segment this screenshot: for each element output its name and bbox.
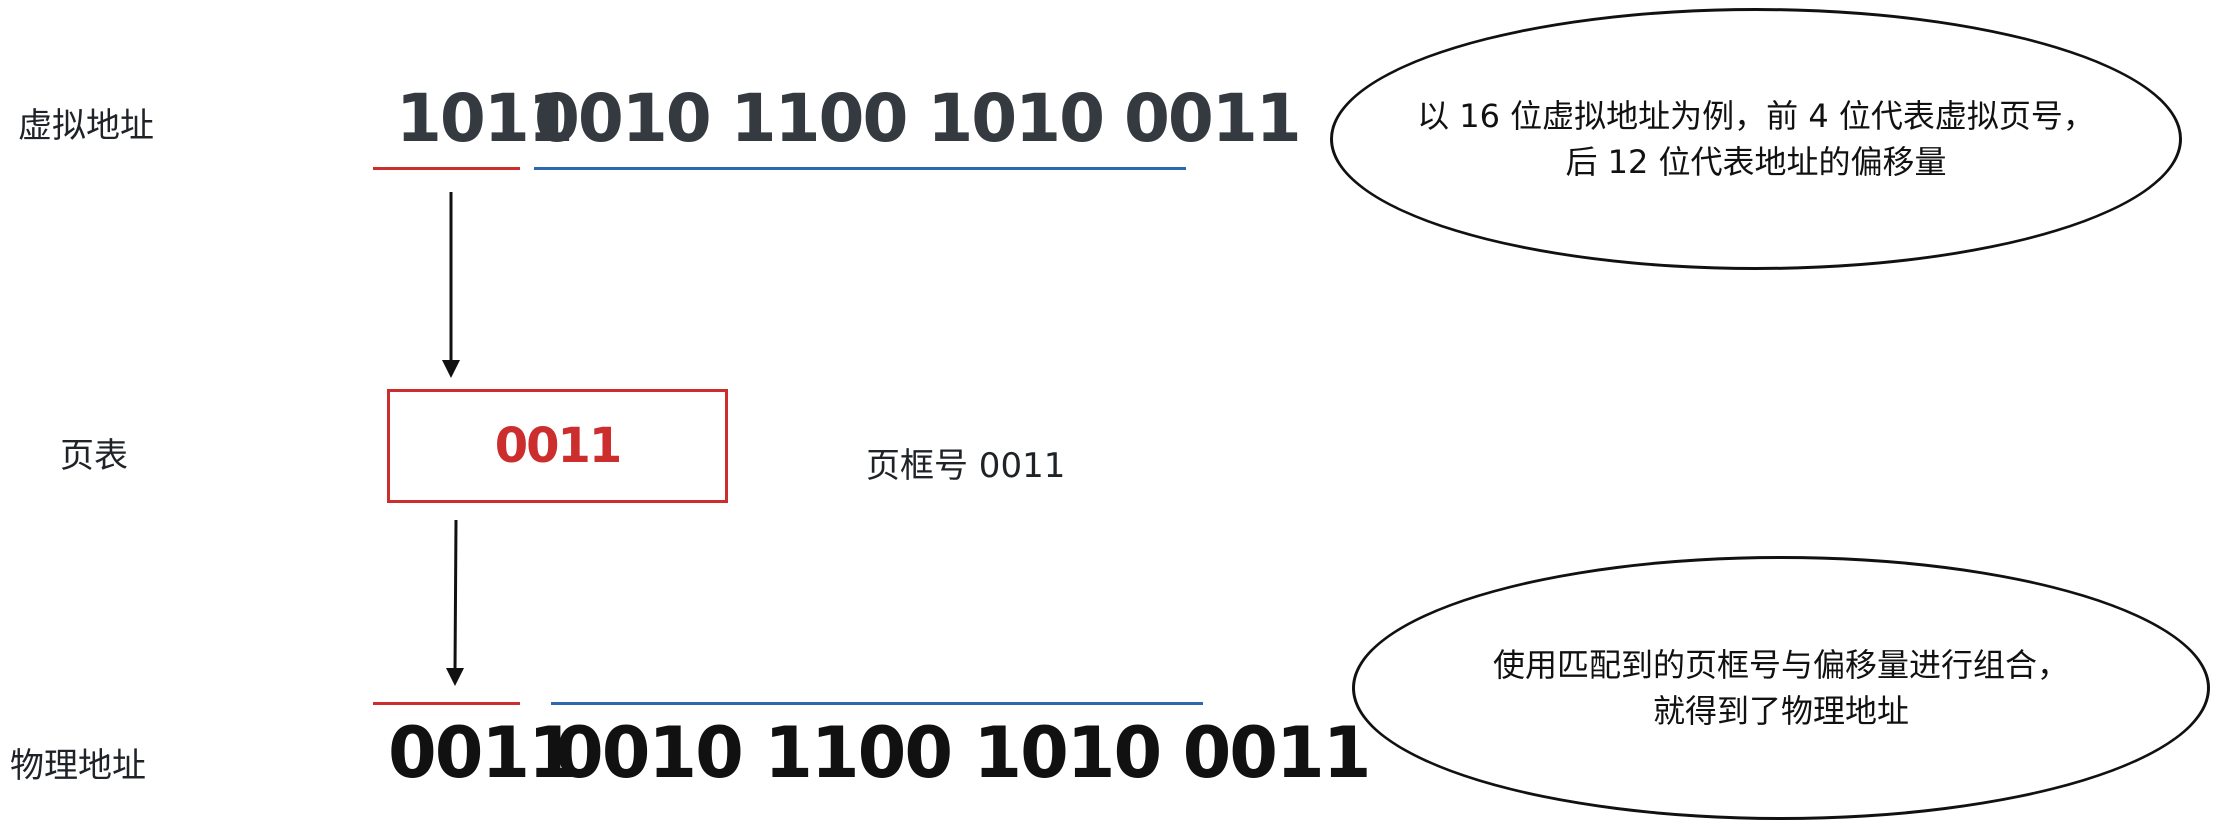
- frame-number-label: 页框号 0011: [866, 446, 1066, 486]
- physical-offset-underline: [551, 702, 1203, 705]
- virtual-address-note: 以 16 位虚拟地址为例，前 4 位代表虚拟页号， 后 12 位代表地址的偏移量: [1330, 8, 2182, 270]
- page-table-entry-value: 0011: [494, 418, 623, 474]
- physical-address-note-line-2: 就得到了物理地址: [1652, 692, 1909, 730]
- physical-address-note: 使用匹配到的页框号与偏移量进行组合， 就得到了物理地址: [1352, 556, 2210, 820]
- virtual-offset-underline: [534, 167, 1186, 170]
- physical-address-note-line-1: 使用匹配到的页框号与偏移量进行组合，: [1492, 646, 2069, 684]
- virtual-address-label: 虚拟地址: [18, 106, 154, 146]
- virtual-address-note-line-2: 后 12 位代表地址的偏移量: [1565, 143, 1947, 181]
- virtual-address-note-line-1: 以 16 位虚拟地址为例，前 4 位代表虚拟页号，: [1417, 97, 2095, 135]
- lookup-arrow-icon: [442, 192, 460, 378]
- physical-frame-underline: [373, 702, 520, 705]
- virtual-page-number-bits: 1011: [396, 80, 574, 157]
- virtual-page-number-underline: [373, 167, 520, 170]
- page-table-entry-box: 0011: [387, 389, 728, 503]
- physical-frame-bits: 0011: [388, 712, 577, 794]
- frame-arrow-icon: [446, 519, 464, 686]
- physical-offset-bits: 0010 1100 1010 0011: [555, 712, 1371, 794]
- page-table-label: 页表: [60, 436, 128, 476]
- physical-address-label: 物理地址: [10, 746, 146, 786]
- virtual-offset-bits: 0010 1100 1010 0011: [534, 80, 1302, 157]
